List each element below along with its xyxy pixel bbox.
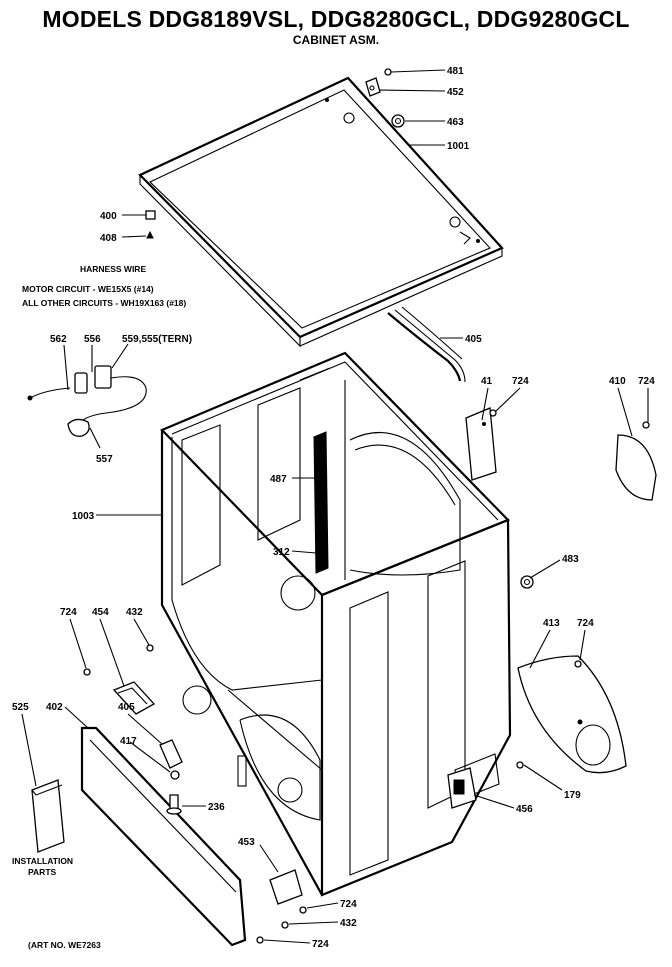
installation-parts-line1: INSTALLATION xyxy=(12,856,74,866)
screw-481 xyxy=(384,68,392,76)
label-312: 312 xyxy=(273,547,290,558)
diagram-subtitle: CABINET ASM. xyxy=(292,33,380,47)
label-410: 410 xyxy=(609,376,626,387)
clip-417 xyxy=(170,770,180,780)
cover-plate-41 xyxy=(465,407,497,481)
installation-parts-525 xyxy=(31,779,65,853)
label-1001: 1001 xyxy=(447,141,470,152)
screw-408 xyxy=(146,230,154,239)
label-562: 562 xyxy=(50,334,67,345)
screw-432-b xyxy=(281,921,289,929)
bracket-400 xyxy=(145,210,156,220)
motor-circuit-note: MOTOR CIRCUIT - WE15X5 (#14) xyxy=(22,284,154,294)
label-417: 417 xyxy=(120,736,137,747)
label-402: 402 xyxy=(46,702,63,713)
label-413: 413 xyxy=(543,618,560,629)
label-41: 41 xyxy=(481,376,493,387)
screw-724-f xyxy=(256,936,264,944)
label-236: 236 xyxy=(208,802,225,813)
label-179: 179 xyxy=(564,790,581,801)
label-724-f: 724 xyxy=(312,939,329,950)
label-481: 481 xyxy=(447,66,464,77)
label-724-d: 724 xyxy=(577,618,594,629)
other-circuits-note: ALL OTHER CIRCUITS - WH19X163 (#18) xyxy=(22,298,187,308)
leg-236 xyxy=(166,794,182,815)
label-724-a: 724 xyxy=(512,376,529,387)
toe-panel-402 xyxy=(80,726,247,947)
label-483: 483 xyxy=(562,554,579,565)
harness-parts xyxy=(27,365,147,437)
label-1003: 1003 xyxy=(72,511,95,522)
harness-wire-heading: HARNESS WIRE xyxy=(80,264,147,274)
screw-724-e xyxy=(299,906,307,914)
label-525: 525 xyxy=(12,702,29,713)
screw-724-a xyxy=(489,409,497,417)
duct-cover-413 xyxy=(517,655,627,774)
lamp-453 xyxy=(269,869,303,905)
label-400: 400 xyxy=(100,211,117,222)
label-432-b: 432 xyxy=(340,918,357,929)
bracket-456 xyxy=(447,767,477,809)
clip-463 xyxy=(391,114,405,128)
hinge-bracket-452 xyxy=(365,77,381,97)
label-454: 454 xyxy=(92,607,109,618)
harness-405-top xyxy=(387,306,466,383)
label-559-555: 559,555(TERN) xyxy=(122,334,192,345)
label-452: 452 xyxy=(447,87,464,98)
label-557: 557 xyxy=(96,454,113,465)
label-487: 487 xyxy=(270,474,287,485)
top-panel xyxy=(138,76,504,348)
label-432-a: 432 xyxy=(126,607,143,618)
grommet-483 xyxy=(520,575,534,589)
leader-lines xyxy=(21,69,649,944)
bracket-405 xyxy=(159,739,183,769)
label-463: 463 xyxy=(447,117,464,128)
cabinet xyxy=(160,351,512,897)
label-408: 408 xyxy=(100,233,117,244)
callout-labels: 481 452 463 1001 400 408 562 556 559,555… xyxy=(12,66,655,950)
label-724-c: 724 xyxy=(60,607,77,618)
screw-432-a xyxy=(146,644,154,652)
cover-410 xyxy=(615,434,657,501)
label-724-e: 724 xyxy=(340,899,357,910)
label-456: 456 xyxy=(516,804,533,815)
art-number: (ART NO. WE7263 xyxy=(28,940,101,950)
label-556: 556 xyxy=(84,334,101,345)
label-405-top: 405 xyxy=(465,334,482,345)
label-405: 405 xyxy=(118,702,135,713)
label-724-b: 724 xyxy=(638,376,655,387)
screw-724-b xyxy=(642,421,650,429)
screw-724-c xyxy=(83,668,91,676)
installation-parts-line2: PARTS xyxy=(28,867,57,877)
label-453: 453 xyxy=(238,837,255,848)
door-switch-454 xyxy=(112,681,156,715)
screw-724-d xyxy=(574,660,582,668)
screw-179 xyxy=(516,761,524,769)
diagram-title: MODELS DDG8189VSL, DDG8280GCL, DDG9280GC… xyxy=(42,6,630,32)
